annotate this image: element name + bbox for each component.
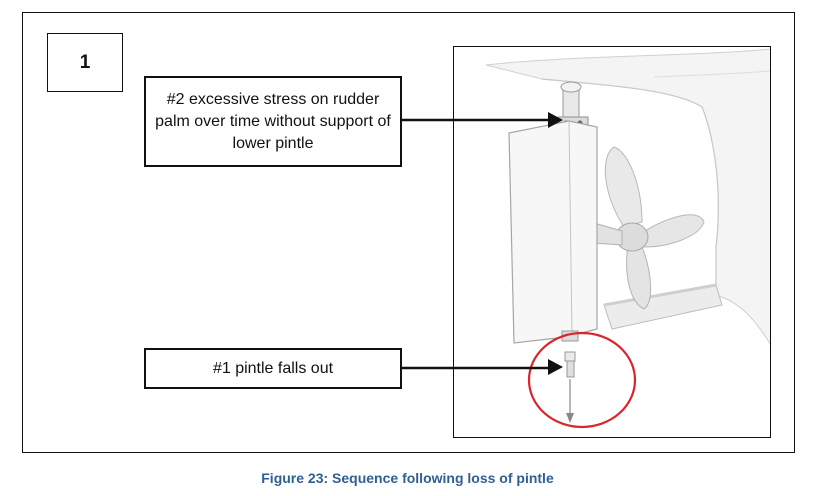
figure-frame xyxy=(22,12,795,453)
callout-pintle-text: #1 pintle falls out xyxy=(212,359,334,377)
rudder-illustration-svg xyxy=(485,48,770,429)
skeg xyxy=(603,284,723,330)
step-number-box: 1 xyxy=(47,33,123,92)
propeller-icon xyxy=(593,146,705,310)
rudder-icon xyxy=(508,120,598,344)
pintle-icon xyxy=(564,351,576,423)
callout-pintle: #1 pintle falls out xyxy=(144,348,402,389)
rudder-illustration xyxy=(453,46,771,438)
highlight-circle xyxy=(527,331,637,429)
callout-stress-text: #2 excessive stress on rudder palm over … xyxy=(155,90,391,152)
callout-stress: #2 excessive stress on rudder palm over … xyxy=(144,76,402,167)
figure-caption: Figure 23: Sequence following loss of pi… xyxy=(261,470,554,486)
